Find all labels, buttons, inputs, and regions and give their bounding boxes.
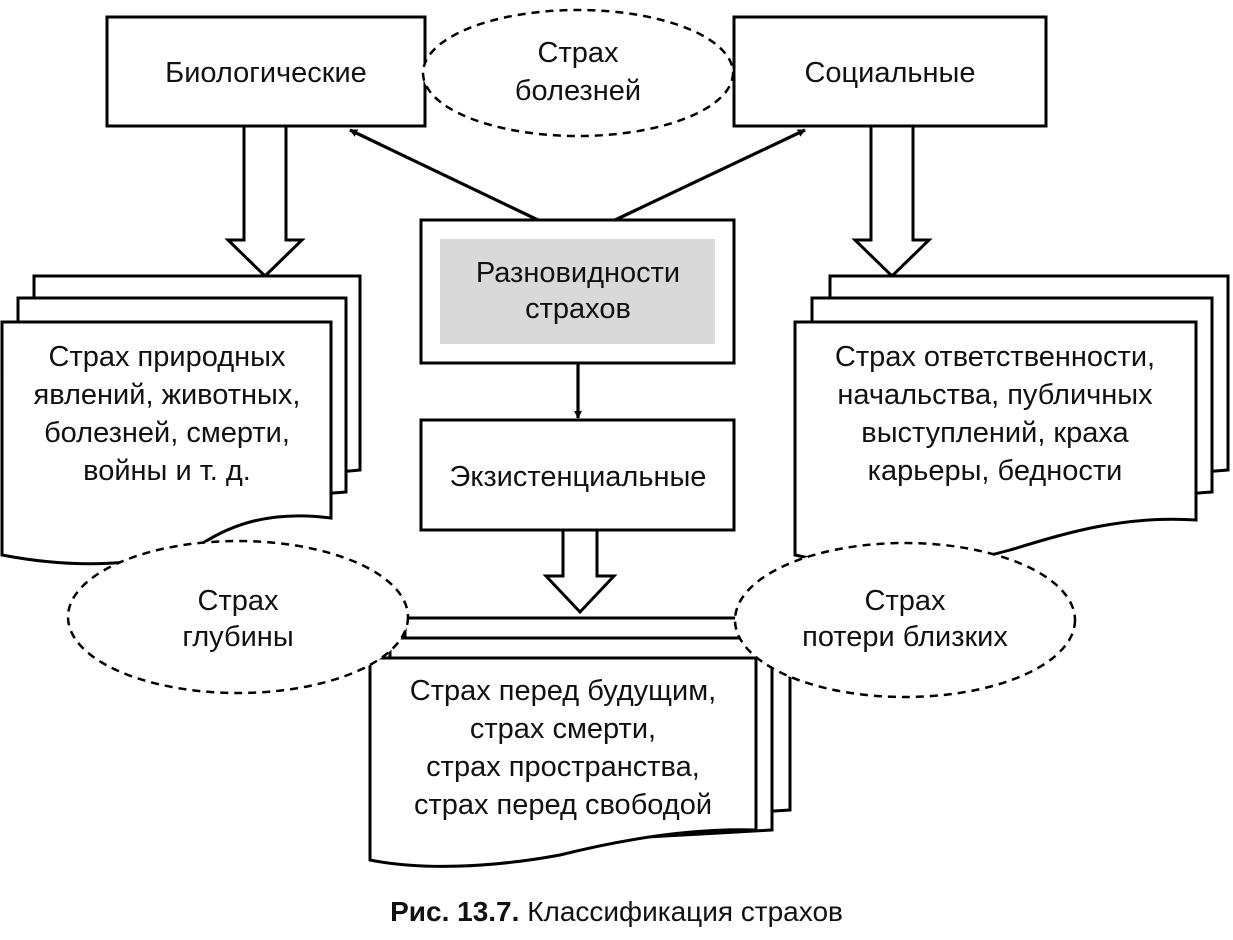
ellipse-diseases-line2: болезней: [515, 75, 641, 107]
biological-doc-line: Страх природных: [49, 341, 286, 373]
document-biological: [0, 274, 362, 566]
ellipse-depth-line2: глубины: [182, 621, 293, 653]
ellipse-fear-of-diseases: [421, 8, 735, 138]
ellipse-fear-of-depth: [66, 539, 410, 695]
biological-box: [105, 15, 427, 128]
hollow-arrow-existential: [542, 528, 618, 615]
existential-doc-line: Страх перед будущим,: [410, 675, 716, 707]
arrow-to-biological: [349, 128, 539, 222]
ellipse-loss-line1: Страх: [865, 585, 946, 617]
ellipse-depth-line1: Страх: [198, 585, 279, 617]
biological-doc-line: болезней, смерти,: [44, 417, 290, 449]
existential-doc-line: страх пространства,: [426, 751, 700, 783]
social-label: Социальные: [804, 57, 975, 89]
document-existential: [368, 616, 792, 868]
arrow-to-social: [614, 128, 806, 222]
ellipse-diseases-line1: Страх: [538, 37, 619, 69]
social-doc-line: начальства, публичных: [837, 379, 1153, 411]
varieties-line1: Разновидности: [476, 257, 680, 289]
hollow-arrow-social: [851, 124, 933, 279]
existential-box: [419, 418, 736, 532]
social-box: [732, 15, 1048, 128]
ellipse-fear-of-loss: [733, 541, 1077, 699]
existential-doc-line: страх смерти,: [470, 713, 656, 745]
figure-caption: Рис. 13.7. Классификация страхов: [0, 896, 1233, 928]
biological-doc-line: явлений, животных,: [34, 379, 301, 411]
varieties-inner-fill: [440, 239, 715, 344]
social-doc-line: карьеры, бедности: [868, 455, 1123, 487]
biological-doc-line: войны и т. д.: [83, 455, 251, 487]
varieties-line2: страхов: [525, 293, 631, 325]
biological-label: Биологические: [165, 57, 367, 89]
existential-label: Экзистенциальные: [450, 461, 707, 493]
caption-text: Классификация страхов: [527, 896, 843, 927]
social-doc-line: выступлений, краха: [861, 417, 1129, 449]
social-doc-line: Страх ответственности,: [835, 341, 1155, 373]
caption-label: Рис. 13.7.: [390, 896, 520, 927]
ellipse-loss-line2: потери близких: [802, 621, 1008, 653]
existential-doc-line: страх перед свободой: [414, 789, 712, 821]
hollow-arrow-biological: [224, 124, 306, 279]
document-social: [793, 274, 1230, 568]
